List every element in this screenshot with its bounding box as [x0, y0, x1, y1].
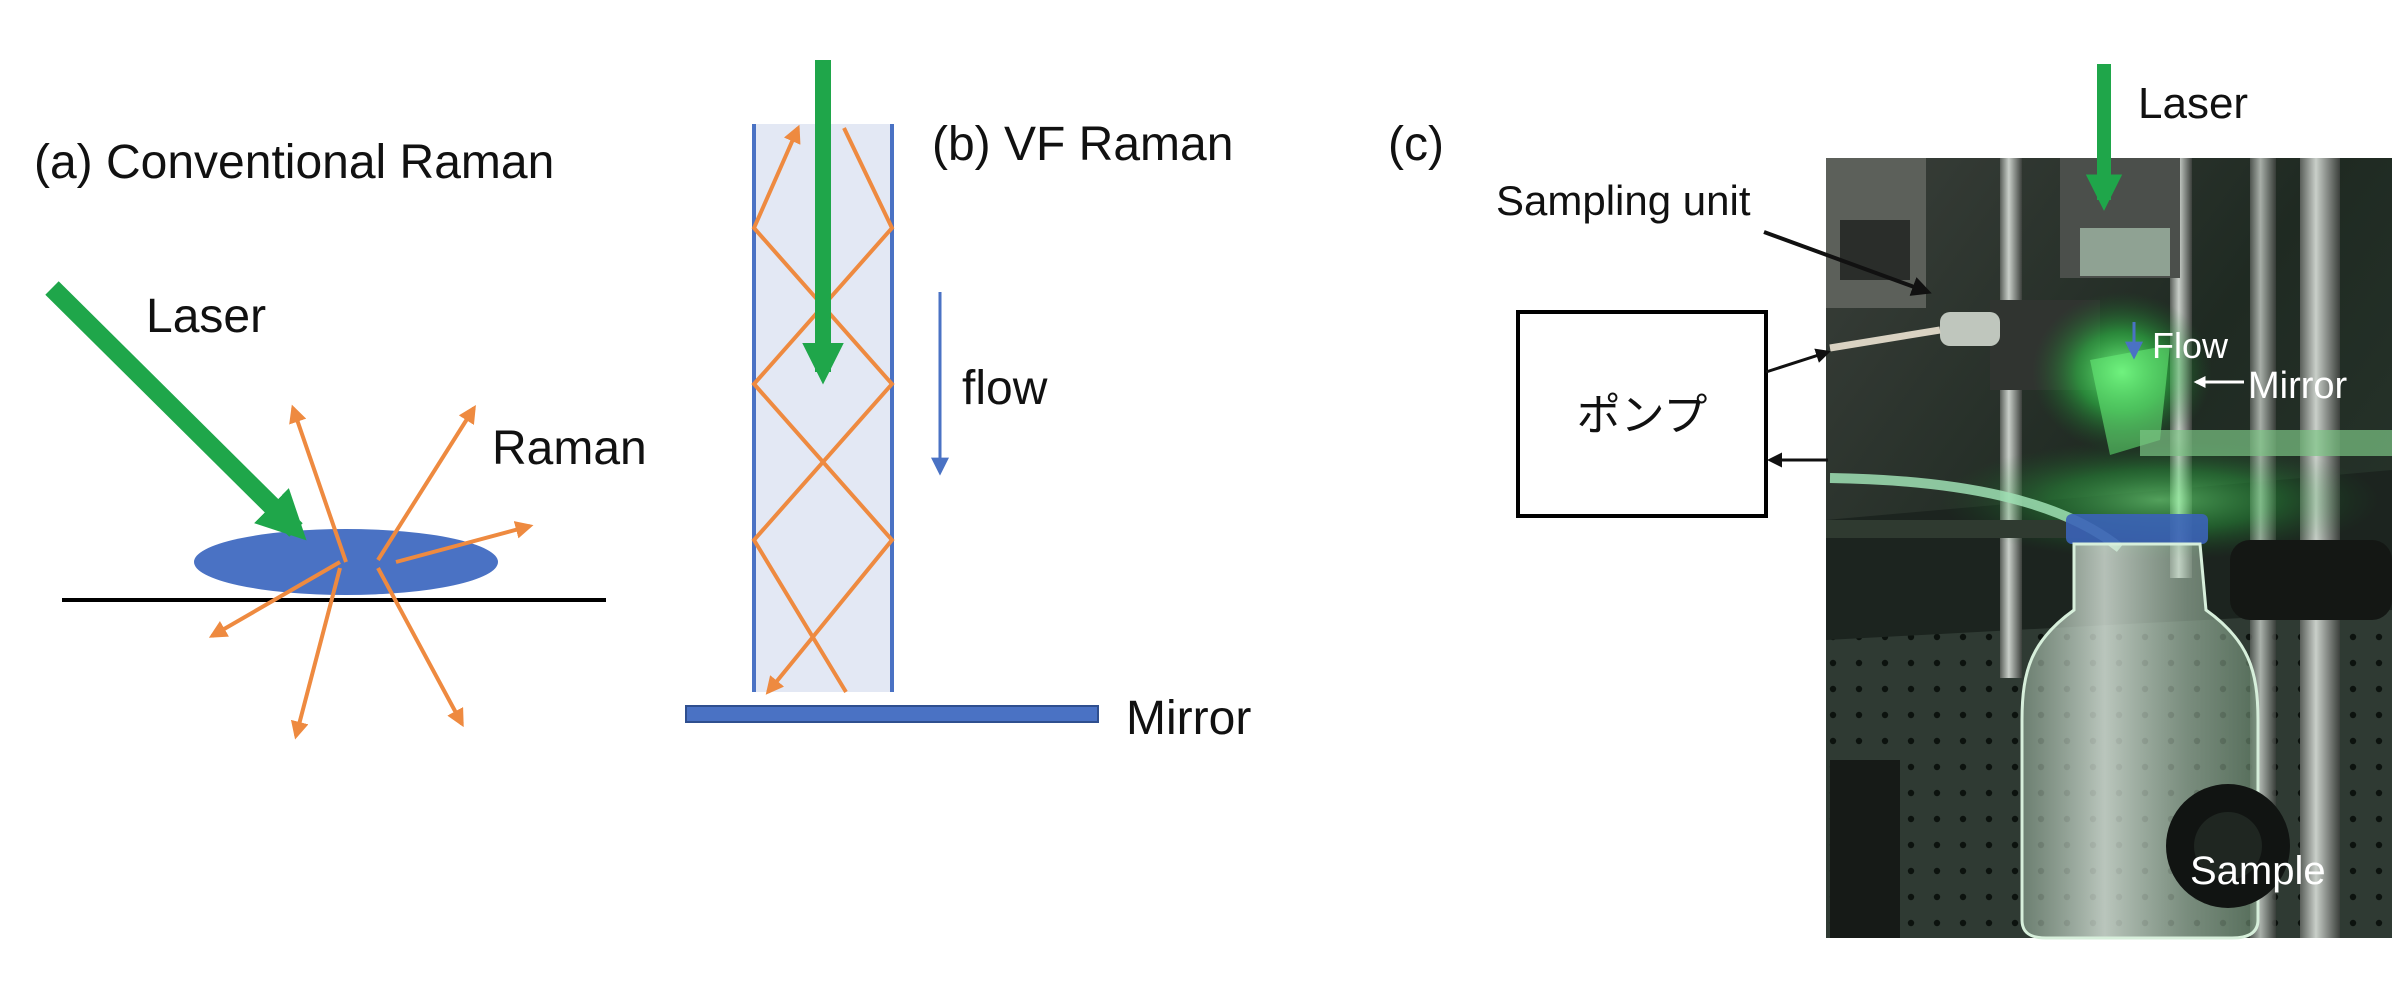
- panel-c: (c): [1388, 64, 2392, 940]
- sample-label: Sample: [2190, 849, 2326, 893]
- mirror-plate: [685, 705, 1099, 723]
- pump-outlet-arrow: [1765, 348, 1831, 374]
- raman-arrow: [290, 567, 342, 740]
- pump-box: [1516, 310, 1768, 518]
- panel-a: (a) Conventional Raman Laser Raman: [34, 136, 647, 740]
- raman-arrow: [395, 521, 534, 564]
- raman-arrow: [289, 404, 348, 563]
- mirror-label-c: Mirror: [2248, 365, 2348, 407]
- raman-arrow: [208, 560, 342, 638]
- experiment-photo: [1826, 158, 2392, 940]
- pump-label: ポンプ: [1577, 391, 1708, 440]
- raman-label: Raman: [492, 422, 647, 475]
- raman-zigzag-path: [751, 127, 895, 695]
- raman-zigzag-path: [751, 124, 895, 694]
- raman-arrow: [376, 567, 464, 728]
- raman-scatter-arrows: [208, 404, 534, 740]
- laser-label-c: Laser: [2138, 79, 2248, 128]
- laser-beam-a: [45, 281, 307, 541]
- mirror-label-b: Mirror: [1126, 692, 1251, 745]
- raman-arrow: [376, 404, 476, 562]
- panel-b-title: (b) VF Raman: [932, 118, 1233, 171]
- flow-label-b: flow: [962, 362, 1048, 415]
- flow-label-c: Flow: [2152, 325, 2229, 366]
- panel-a-title: (a) Conventional Raman: [34, 136, 554, 189]
- laser-label-a: Laser: [146, 290, 266, 343]
- sampling-unit-pointer: [1763, 230, 1932, 296]
- sampling-unit-label: Sampling unit: [1496, 177, 1751, 224]
- panel-c-title: (c): [1388, 118, 1444, 171]
- panel-b: Mirror flow (b) VF Raman: [685, 60, 1251, 745]
